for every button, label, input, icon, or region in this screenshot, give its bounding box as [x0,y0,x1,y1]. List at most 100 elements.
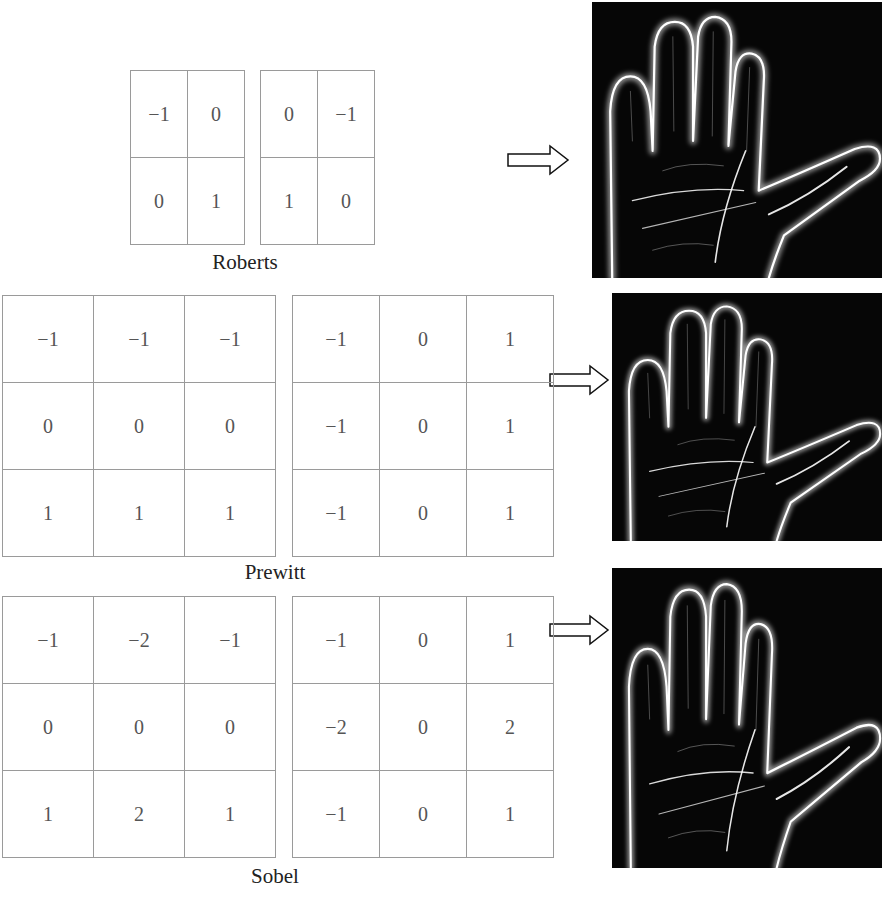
kernel-value: 0 [134,415,144,438]
edge-image-roberts [592,2,882,278]
matrix-cell: −1 [2,295,94,383]
matrix-cell: −1 [184,295,276,383]
matrix-cell: 0 [2,382,94,470]
matrix-cell: 0 [2,683,94,771]
matrix-cell: 0 [184,382,276,470]
kernel-value: −1 [325,415,346,438]
kernel-value: 1 [284,190,294,213]
kernel-value: 0 [418,328,428,351]
matrix-cell: 0 [260,70,318,158]
matrix-cell: −1 [317,70,375,158]
kernel-value: 1 [505,328,515,351]
matrix-cell: −1 [292,770,380,858]
matrix-cell: 1 [184,469,276,557]
kernel-value: −1 [219,328,240,351]
matrix-cell: −1 [130,70,188,158]
matrix-cell: 1 [2,469,94,557]
hollow-arrow [508,146,568,174]
kernel-value: −1 [325,328,346,351]
matrix-cell: −1 [292,382,380,470]
kernel-value: 0 [418,415,428,438]
kernel-value: −1 [37,328,58,351]
matrix-cell: 0 [379,469,467,557]
matrix-cell: 0 [187,70,245,158]
operator-name: Prewitt [245,560,306,585]
matrix-cell: 1 [2,770,94,858]
kernel-value: 0 [225,716,235,739]
matrix-cell: 0 [93,382,185,470]
matrix-cell: 0 [379,382,467,470]
operator-caption: Roberts [212,250,277,274]
matrix-cell: 1 [466,382,554,470]
matrix-cell: −1 [292,295,380,383]
matrix-cell: 1 [466,770,554,858]
kernel-value: 0 [418,716,428,739]
kernel-value: 1 [134,502,144,525]
kernel-value: 0 [134,716,144,739]
operator-name: Roberts [212,250,277,275]
kernel-value: 0 [341,190,351,213]
kernel-value: 0 [43,415,53,438]
matrix-cell: 0 [379,683,467,771]
matrix-cell: −2 [93,596,185,684]
kernel-value: 0 [418,629,428,652]
edge-image-sobel [612,568,882,868]
kernel-value: −2 [325,716,346,739]
kernel-value: −1 [325,502,346,525]
operator-caption: Prewitt [245,560,306,584]
kernel-value: 1 [505,629,515,652]
kernel-value: 0 [418,803,428,826]
kernel-value: −1 [37,629,58,652]
matrix-cell: 0 [93,683,185,771]
matrix-cell: 1 [187,157,245,245]
kernel-value: 0 [225,415,235,438]
kernel-value: −1 [148,103,169,126]
matrix-cell: 0 [130,157,188,245]
matrix-cell: −1 [292,469,380,557]
matrix-cell: −2 [292,683,380,771]
matrix-cell: −1 [184,596,276,684]
kernel-value: 1 [211,190,221,213]
kernel-value: −1 [335,103,356,126]
matrix-cell: 1 [184,770,276,858]
matrix-cell: −1 [93,295,185,383]
matrix-cell: 2 [466,683,554,771]
matrix-cell: 1 [260,157,318,245]
matrix-cell: 2 [93,770,185,858]
kernel-value: −1 [128,328,149,351]
hollow-arrow [550,366,608,394]
kernel-value: 1 [225,803,235,826]
matrix-cell: 0 [184,683,276,771]
kernel-value: 0 [43,716,53,739]
matrix-cell: 0 [379,596,467,684]
kernel-value: −1 [325,629,346,652]
matrix-cell: 0 [317,157,375,245]
kernel-value: −1 [219,629,240,652]
edge-image-prewitt [612,293,882,541]
matrix-cell: 0 [379,770,467,858]
kernel-value: 1 [43,502,53,525]
kernel-value: 2 [134,803,144,826]
kernel-value: 0 [154,190,164,213]
operator-name: Sobel [251,864,299,889]
kernel-value: 1 [505,415,515,438]
kernel-value: 2 [505,716,515,739]
matrix-cell: −1 [292,596,380,684]
hollow-arrow [550,616,608,644]
kernel-value: 0 [284,103,294,126]
matrix-cell: 1 [466,596,554,684]
kernel-value: −1 [325,803,346,826]
kernel-value: 0 [418,502,428,525]
matrix-cell: 1 [93,469,185,557]
kernel-value: 1 [505,803,515,826]
matrix-cell: 0 [379,295,467,383]
operator-caption: Sobel [251,864,299,888]
kernel-value: 1 [505,502,515,525]
kernel-value: 0 [211,103,221,126]
kernel-value: 1 [225,502,235,525]
kernel-value: 1 [43,803,53,826]
matrix-cell: −1 [2,596,94,684]
kernel-value: −2 [128,629,149,652]
matrix-cell: 1 [466,295,554,383]
